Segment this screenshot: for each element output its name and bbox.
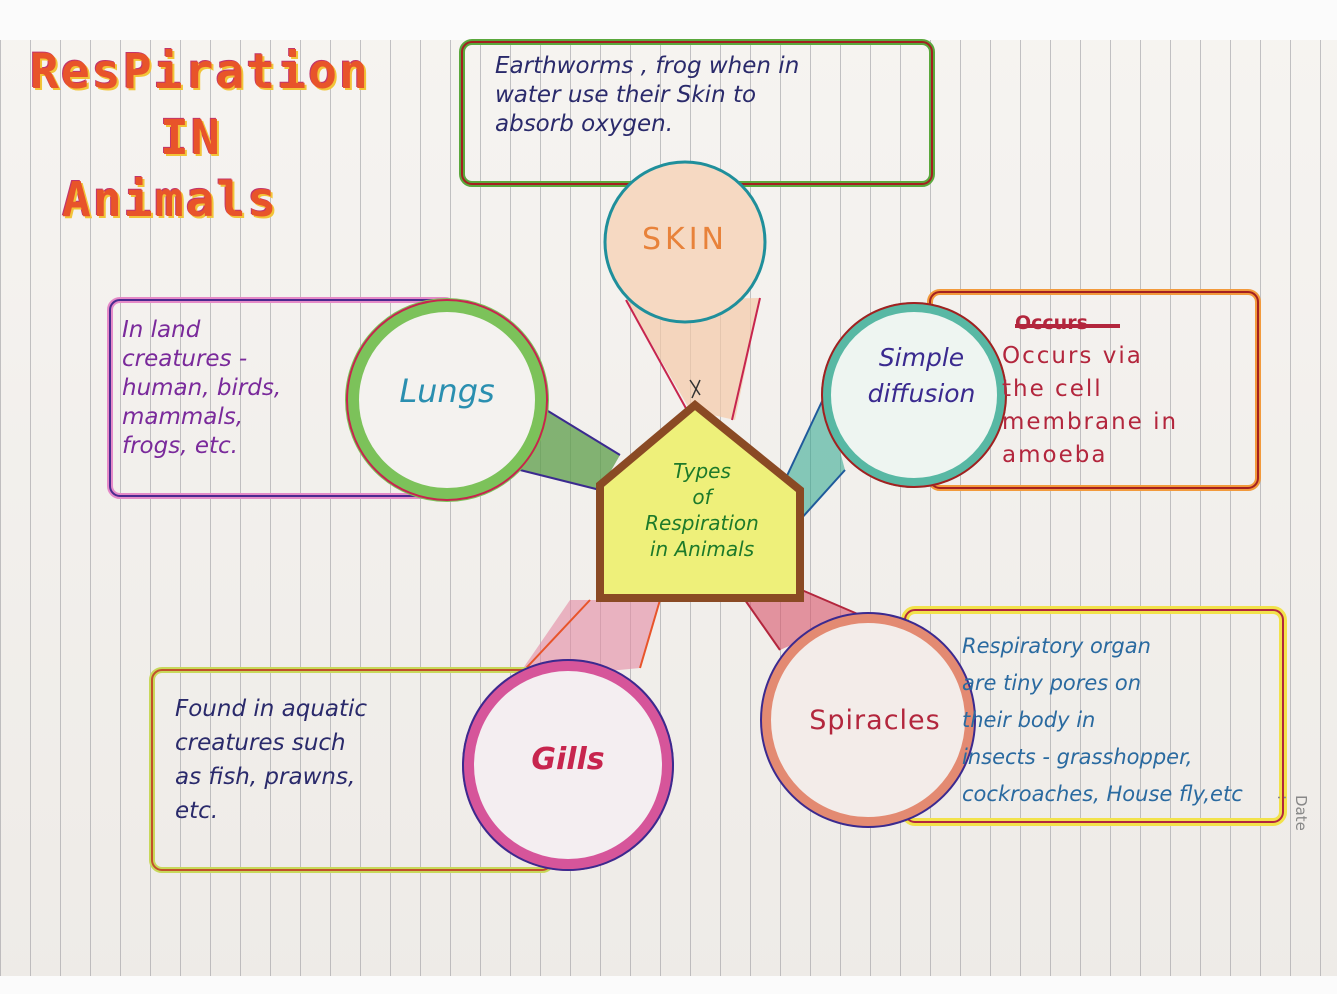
- gills-note: Found in aquatic creatures such as fish,…: [175, 696, 368, 824]
- spiracles-circle: [761, 613, 975, 827]
- center-label: Types of Respiration in Animals: [645, 459, 759, 561]
- lungs-label: Lungs: [399, 372, 495, 410]
- skin-circle: [603, 160, 767, 324]
- diffusion-struck-word: Occurs: [1015, 312, 1088, 334]
- date-margin-label: Date :: [1274, 795, 1310, 831]
- page-title-line-3: Animals: [62, 172, 279, 228]
- page-title-line-2: IN: [160, 110, 222, 166]
- skin-note: Earthworms , frog when in water use thei…: [495, 53, 800, 137]
- skin-connector: [626, 298, 760, 420]
- lungs-circle: [345, 298, 549, 502]
- diffusion-label: Simple diffusion: [867, 343, 976, 408]
- center-house: [596, 399, 804, 602]
- gills-connector: [515, 600, 660, 680]
- spiracles-label: Spiracles: [809, 705, 941, 736]
- diffusion-note: Occurs via the cell membrane in amoeba: [1002, 343, 1179, 468]
- skin-label: SKIN: [641, 222, 728, 257]
- gills-label: Gills: [531, 742, 605, 777]
- spiracles-note: Respiratory organ are tiny pores on thei…: [962, 634, 1243, 806]
- lungs-note: In land creatures - human, birds, mammal…: [122, 317, 282, 459]
- page-title-line-1: ResPiration: [30, 44, 370, 100]
- gills-circle: [462, 659, 674, 871]
- diffusion-circle: [821, 302, 1007, 488]
